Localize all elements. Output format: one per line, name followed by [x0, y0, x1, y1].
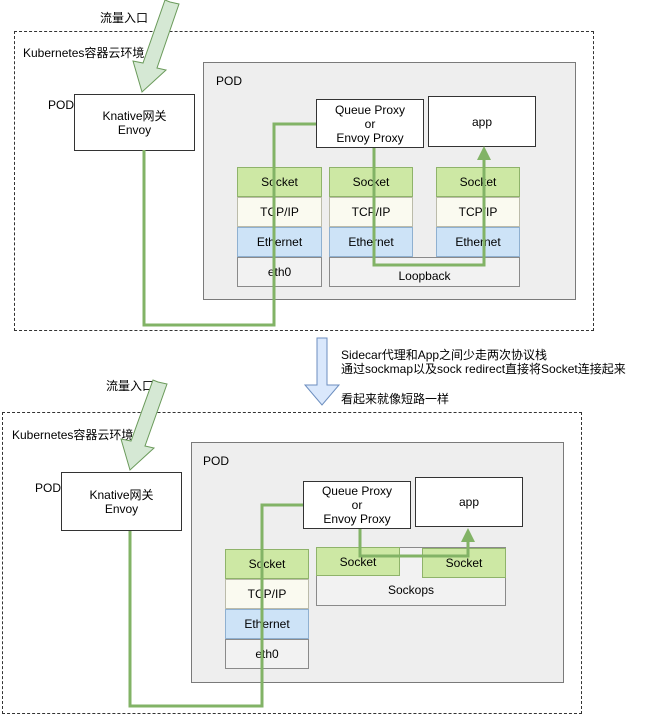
loopback-interface: Loopback: [329, 257, 520, 287]
socket-layer: Socket: [225, 549, 309, 579]
note-line-1: Sidecar代理和App之间少走两次协议栈: [341, 348, 548, 362]
app-box: app: [415, 477, 523, 527]
queue-proxy: Queue Proxy or Envoy Proxy: [316, 99, 424, 148]
app-box: app: [428, 96, 536, 147]
ethernet-layer: Ethernet: [225, 609, 309, 639]
socket-layer: Socket: [329, 167, 413, 197]
note-line-2: 通过sockmap以及sock redirect直接将Socket连接起来: [341, 362, 626, 376]
environment-label: Kubernetes容器云环境: [12, 428, 134, 442]
socket-layer: Socket: [436, 167, 520, 197]
knative-gateway: Knative网关 Envoy: [61, 472, 182, 531]
note-line-3: 看起来就像短路一样: [341, 392, 450, 406]
k8s-environment: [2, 412, 582, 714]
app-pod-label: POD: [216, 74, 243, 88]
tcpip-layer: TCP/IP: [237, 197, 322, 227]
gateway-pod-label: POD: [48, 98, 75, 112]
socket-layer: Socket: [422, 548, 506, 578]
explanation-note: Sidecar代理和App之间少走两次协议栈通过sockmap以及sock re…: [341, 348, 626, 376]
eth0-interface: eth0: [237, 257, 322, 287]
ethernet-layer: Ethernet: [237, 227, 322, 257]
tcpip-layer: TCP/IP: [329, 197, 413, 227]
ingress-label: 流量入口: [106, 379, 155, 393]
ethernet-layer: Ethernet: [436, 227, 520, 257]
gateway-pod-label: POD: [35, 481, 62, 495]
k8s-environment: [14, 31, 594, 331]
socket-layer: Socket: [237, 167, 322, 197]
app-pod-label: POD: [203, 454, 230, 468]
tcpip-layer: TCP/IP: [225, 579, 309, 609]
tcpip-layer: TCP/IP: [436, 197, 520, 227]
eth0-interface: eth0: [225, 639, 309, 669]
knative-gateway: Knative网关 Envoy: [74, 94, 195, 151]
socket-layer: Socket: [316, 547, 400, 576]
ethernet-layer: Ethernet: [329, 227, 413, 257]
queue-proxy: Queue Proxy or Envoy Proxy: [303, 481, 411, 529]
down-arrow: [303, 337, 341, 406]
ingress-label: 流量入口: [100, 11, 149, 25]
environment-label: Kubernetes容器云环境: [23, 46, 145, 60]
